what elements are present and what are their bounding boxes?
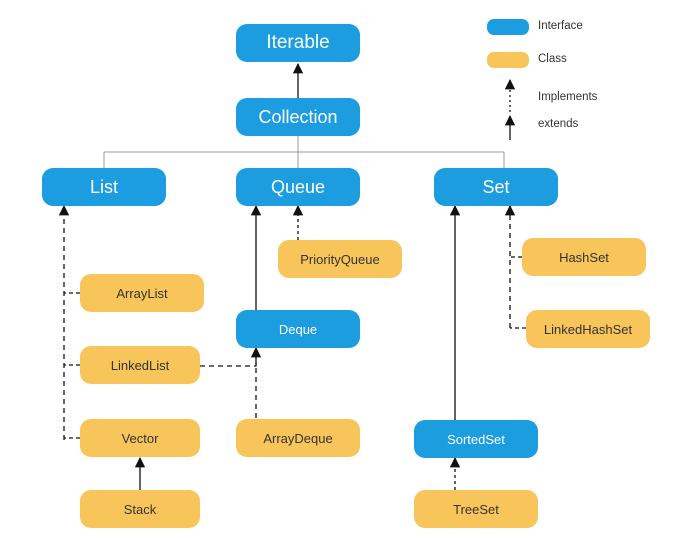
node-queue-label: Queue <box>270 176 326 197</box>
node-arraylist-label: ArrayList <box>116 285 168 301</box>
node-arraydeque: ArrayDeque <box>236 419 360 457</box>
node-sortedset-label: SortedSet <box>447 431 505 447</box>
node-hashset: HashSet <box>522 238 646 276</box>
node-treeset-label: TreeSet <box>453 501 499 517</box>
legend-interface-label: Interface <box>538 20 583 32</box>
node-list-label: List <box>89 176 118 197</box>
node-linkedlist: LinkedList <box>80 346 200 384</box>
edge-linkedlist-deque <box>200 346 262 367</box>
node-vector: Vector <box>80 419 200 457</box>
node-vector-label: Vector <box>121 430 159 446</box>
node-linkedhashset-label: LinkedHashSet <box>543 321 633 337</box>
node-hashset-label: HashSet <box>559 249 609 265</box>
node-stack: Stack <box>80 490 200 528</box>
node-linkedhashset: LinkedHashSet <box>526 310 650 348</box>
legend-class-swatch <box>487 52 529 68</box>
node-set-label: Set <box>482 176 510 197</box>
node-arraydeque-label: ArrayDeque <box>263 430 333 446</box>
node-deque: Deque <box>236 310 360 348</box>
legend-class-label: Class <box>538 53 567 65</box>
node-linkedlist-label: LinkedList <box>110 357 170 373</box>
node-arraylist: ArrayList <box>80 274 204 312</box>
node-iterable-label: Iterable <box>266 32 330 53</box>
legend-extends-label: extends <box>538 118 579 130</box>
node-collection: Collection <box>236 98 360 136</box>
node-collection-label: Collection <box>258 106 338 127</box>
node-deque-label: Deque <box>278 321 318 337</box>
node-treeset: TreeSet <box>414 490 538 528</box>
node-stack-label: Stack <box>123 501 157 517</box>
node-sortedset: SortedSet <box>414 420 538 458</box>
node-list: List <box>42 168 166 206</box>
legend-implements-label: Implements <box>538 91 598 103</box>
node-priorityqueue: PriorityQueue <box>278 240 402 278</box>
legend-interface-swatch <box>487 19 529 35</box>
node-iterable: Iterable <box>236 24 360 62</box>
node-priorityqueue-label: PriorityQueue <box>300 251 380 267</box>
node-set: Set <box>434 168 558 206</box>
node-queue: Queue <box>236 168 360 206</box>
